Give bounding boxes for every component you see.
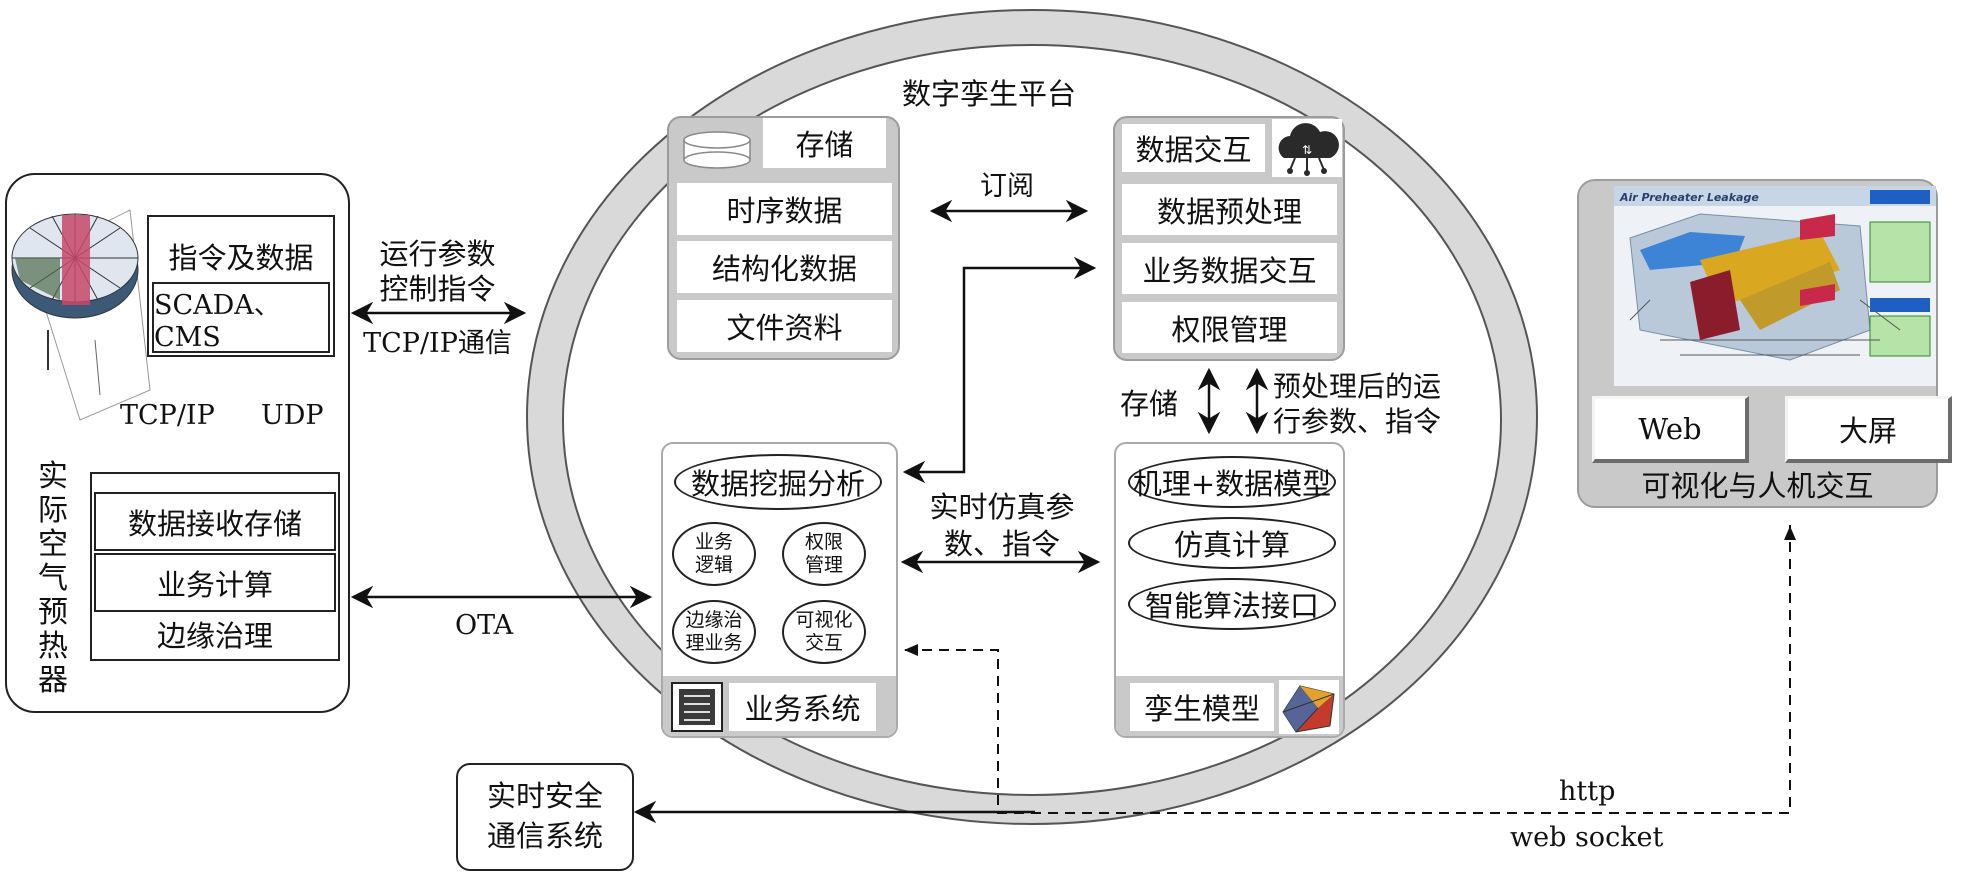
exchange-row-permission: 权限管理 [1122, 302, 1337, 353]
storage-row-structured: 结构化数据 [677, 241, 892, 293]
svg-text:Air Preheater Leakage: Air Preheater Leakage [1619, 191, 1759, 204]
label-storage: 存储 [1120, 387, 1179, 421]
twin-row-algorithm: 智能算法接口 [1128, 578, 1336, 630]
scada-cms-box: SCADA、CMS [152, 282, 330, 353]
edge-row-business-calc: 业务计算 [94, 553, 336, 612]
dashed-http-path [905, 525, 1791, 814]
safety-line-1: 实时安全 [486, 779, 603, 813]
storage-row-files: 文件资料 [677, 300, 892, 352]
tcp-label: TCP/IP [120, 400, 215, 431]
svg-text:⇅: ⇅ [1302, 143, 1312, 157]
label-subscribe: 订阅 [980, 171, 1034, 202]
label-http: http [1559, 776, 1616, 807]
exchange-row-preprocess: 数据预处理 [1122, 184, 1337, 235]
label-sim-1: 实时仿真参 [929, 490, 1075, 524]
business-footer-label: 业务系统 [729, 683, 876, 731]
safety-system-box [456, 763, 634, 871]
business-top-mining: 数据挖掘分析 [674, 454, 882, 510]
twin-row-simulation: 仿真计算 [1128, 517, 1336, 569]
label-preprocessed-1: 预处理后的运 [1273, 370, 1442, 403]
business-oval-edge: 边缘治 理业务 [672, 600, 756, 664]
storage-row-timeseries: 时序数据 [677, 183, 892, 235]
label-tcpip-comm: TCP/IP通信 [363, 328, 512, 359]
cmd-data-label: 指令及数据 [168, 241, 314, 275]
udp-label: UDP [261, 400, 324, 431]
arrow-business-exchange [902, 256, 1097, 484]
exchange-title: 数据交互 [1122, 124, 1265, 172]
storage-title: 存储 [763, 118, 886, 168]
label-ota: OTA [455, 610, 514, 641]
platform-title: 数字孪生平台 [902, 77, 1077, 111]
edge-caption: 边缘治理 [156, 619, 273, 653]
label-sim-2: 数、指令 [943, 527, 1060, 561]
label-run-params: 运行参数 [379, 237, 496, 271]
business-oval-visual: 可视化 交互 [782, 600, 866, 664]
business-oval-logic: 业务 逻辑 [672, 522, 756, 586]
twin-row-model: 机理+数据模型 [1128, 456, 1336, 508]
twin-footer-label: 孪生模型 [1130, 683, 1274, 731]
safety-line-2: 通信系统 [486, 819, 603, 853]
visual-caption: 可视化与人机交互 [1641, 469, 1874, 503]
device-vertical-label: 实际空气预热器 [38, 459, 68, 698]
bigscreen-button[interactable]: 大屏 [1785, 396, 1952, 463]
web-button[interactable]: Web [1592, 396, 1749, 463]
exchange-row-business: 业务数据交互 [1122, 243, 1337, 294]
label-control-cmd: 控制指令 [379, 272, 496, 306]
business-oval-permission: 权限 管理 [782, 522, 866, 586]
label-preprocessed-2: 行参数、指令 [1273, 405, 1442, 438]
label-websocket: web socket [1510, 822, 1664, 853]
edge-row-receive-store: 数据接收存储 [94, 492, 336, 551]
